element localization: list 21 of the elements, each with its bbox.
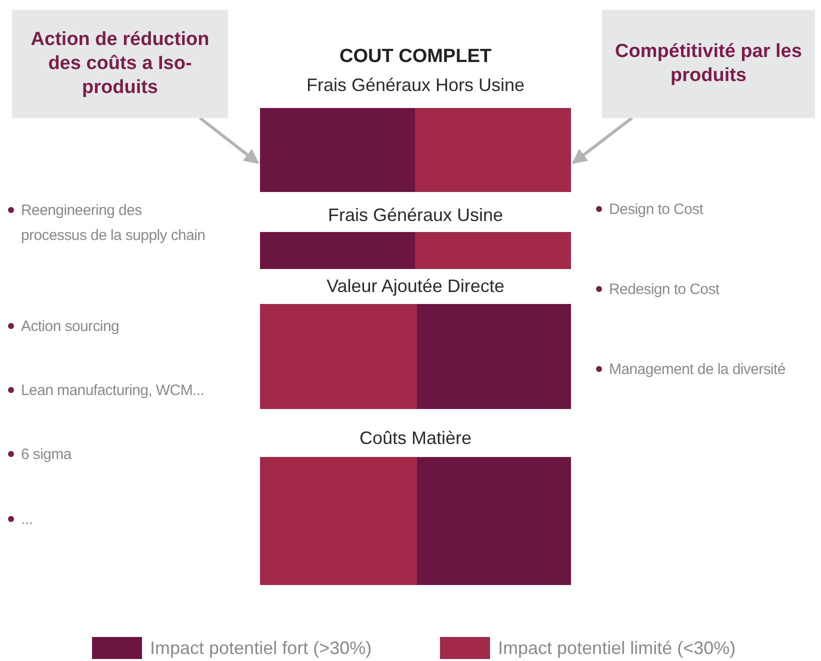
cost-label: Frais Généraux Hors Usine	[306, 74, 525, 97]
category-box	[602, 10, 815, 118]
bullet-text: Lean manufacturing, WCM...	[21, 381, 204, 401]
category-title: Action de réduction des coûts a Iso-produits	[30, 28, 210, 100]
bullet-text: Design to Cost	[609, 200, 704, 220]
arrow	[572, 116, 633, 164]
cost-label: Valeur Ajoutée Directe	[326, 275, 504, 298]
arrow	[199, 116, 260, 164]
bullet-text: ...	[21, 510, 33, 530]
cost-label: Frais Généraux Usine	[328, 204, 504, 227]
bullet-text: Management de la diversité	[609, 360, 786, 380]
bullet-text: Action sourcing	[21, 317, 120, 337]
cost-label: Coûts Matière	[359, 427, 472, 450]
diagram-title: COUT COMPLET	[338, 46, 492, 68]
legend-text: Impact potentiel limité (<30%)	[498, 637, 736, 660]
bullet-text: Redesign to Cost	[609, 280, 720, 300]
bullet-text: Reengineering des processus de la supply chain	[21, 201, 206, 246]
category-title: Compétitivité par les produits	[614, 40, 803, 88]
category-box	[12, 10, 228, 118]
legend-text: Impact potentiel fort (>30%)	[150, 637, 372, 660]
bullet-text: 6 sigma	[21, 445, 72, 465]
